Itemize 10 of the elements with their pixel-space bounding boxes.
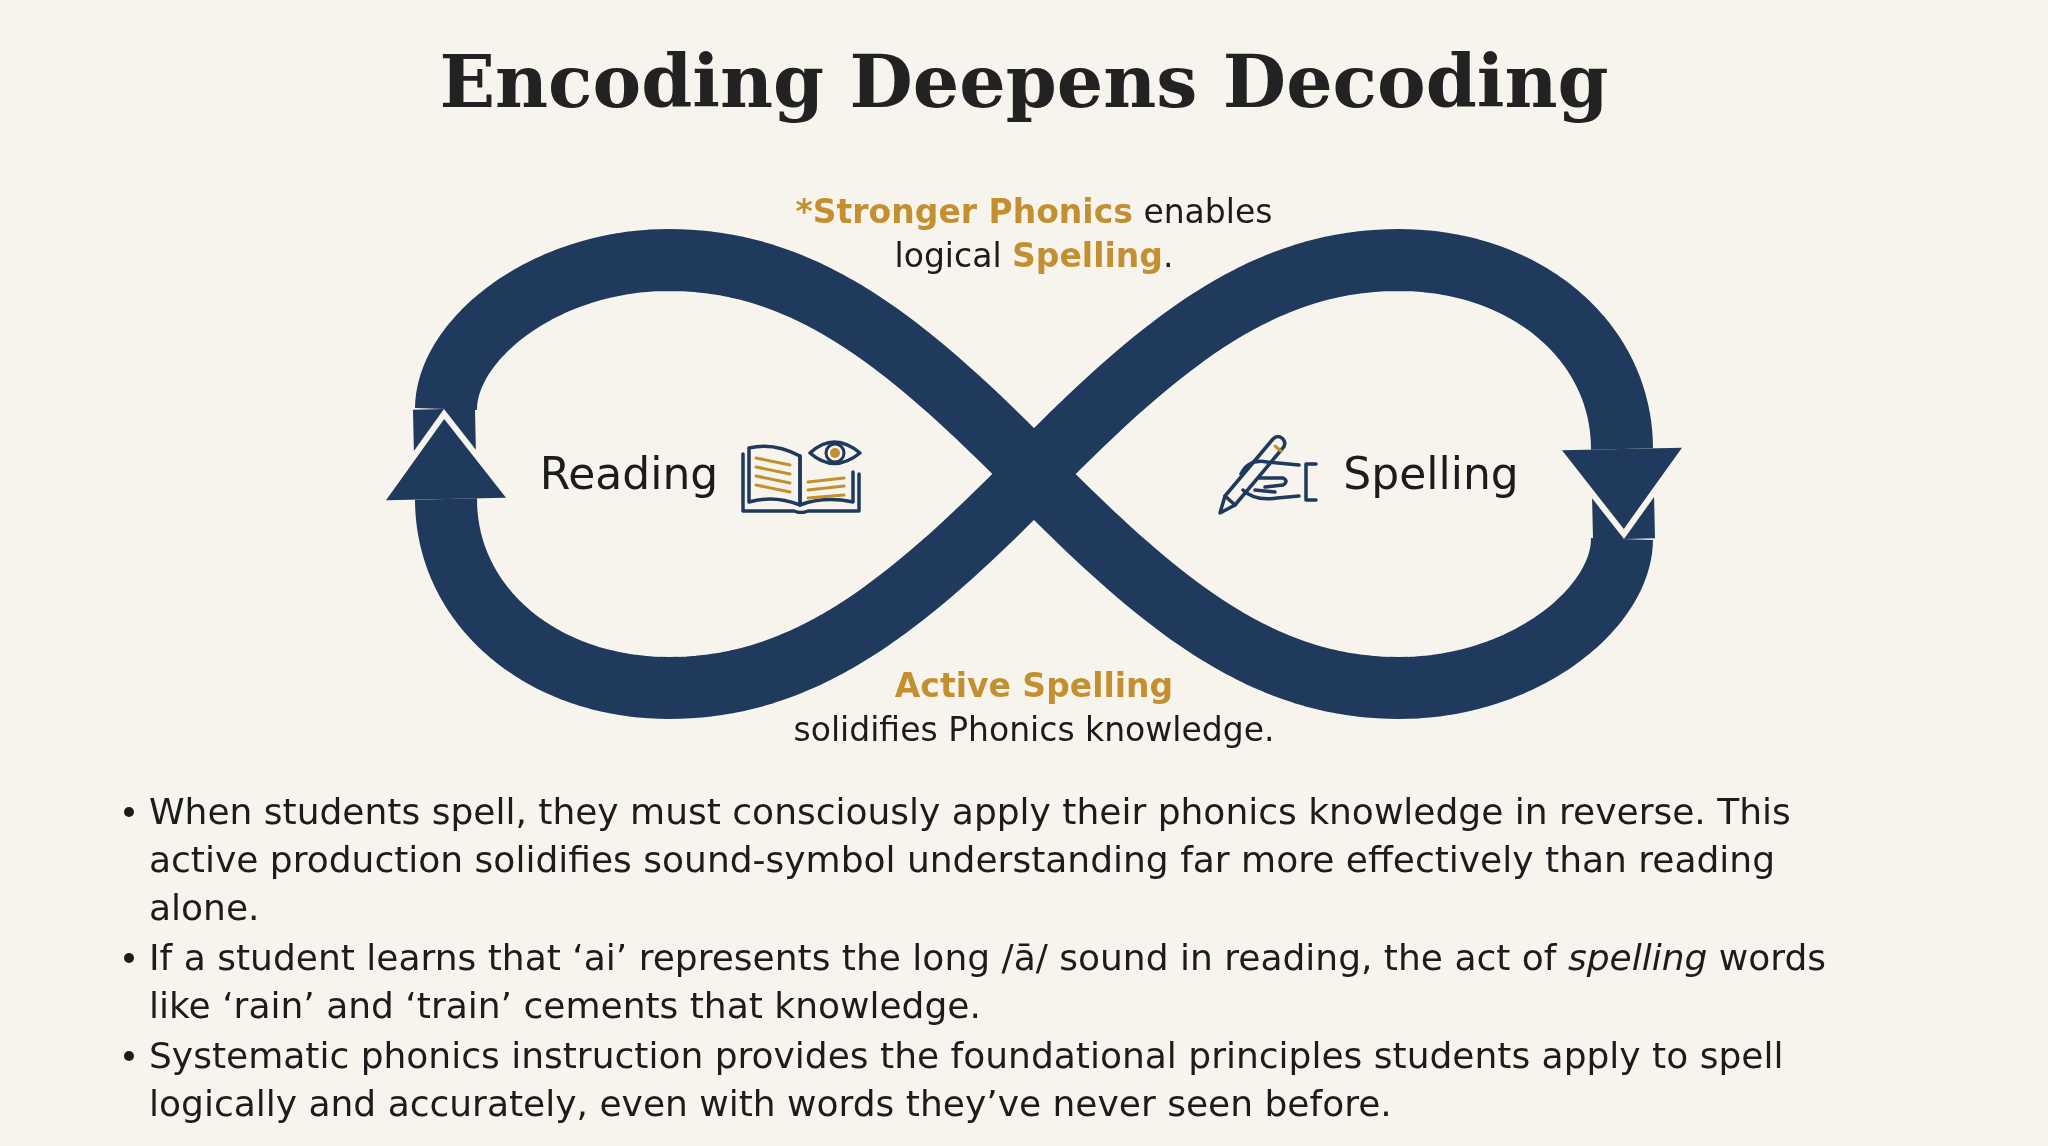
node-label: Reading xyxy=(539,447,719,501)
loop-arrow xyxy=(415,229,1682,540)
node-label: Spelling xyxy=(1343,447,1519,501)
edge-label: Active Spelling solidifies Phonics knowledge. xyxy=(793,665,1275,751)
title: Encoding Deepens Decoding xyxy=(439,40,1609,124)
bullet-text: If a student learns that ‘ai’ represents the long /ā/ sound in reading, the act of spelling words like ‘rain’ and ‘train’ cements that knowledge. xyxy=(149,936,1828,1028)
loop-arrow xyxy=(386,408,1653,719)
bullet-text: Systematic phonics instruction provides the foundational principles students apply to spell logically and accurately, even with words they’ve never seen before. xyxy=(149,1034,1785,1126)
bullet-text: When students spell, they must consciously apply their phonics knowledge in reverse. This active production solidifies sound-symbol understanding far more effectively than reading alone. xyxy=(149,790,1792,930)
edge-label: *Stronger Phonics enables logical Spelling. xyxy=(794,191,1274,277)
